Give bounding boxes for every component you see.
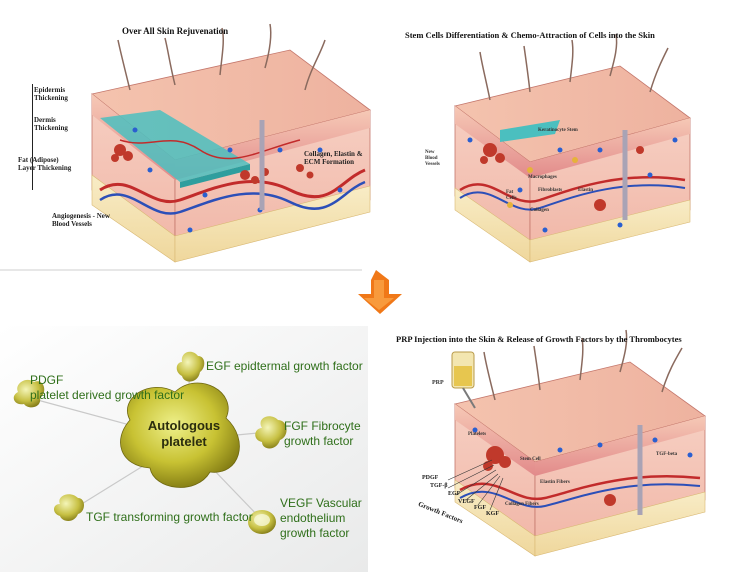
- label-fgf: FGF: [474, 505, 486, 511]
- label-vegf: VEGF: [458, 499, 475, 505]
- panel2-title: Stem Cells Differentiation & Chemo-Attra…: [405, 30, 655, 40]
- panel1-left-bracket: [32, 84, 39, 190]
- factor-fgf: FGF Fibrocyte growth factor: [284, 419, 361, 448]
- label-macrophages: Macrophages: [528, 175, 557, 180]
- label-tgf: TGF-β: [430, 483, 448, 489]
- factor-pdgf: PDGF platelet derived growth factor: [30, 373, 185, 402]
- label-platelets: Platelets: [468, 432, 487, 437]
- label-tgf-beta-right: TGF-beta: [656, 452, 678, 457]
- label-prp: PRP: [432, 380, 444, 386]
- skin-block-stem-cells: [454, 33, 691, 263]
- label-egf: EGF: [448, 491, 461, 497]
- fgf-platelet: [255, 416, 287, 449]
- label-keratinocyte: Keratinocyte Stem: [538, 128, 578, 133]
- label-collagen-fibers: Collagen Fibers: [505, 502, 539, 507]
- factor-vegf: VEGF Vascular endothelium growth factor: [280, 496, 362, 540]
- panel3-title: PRP Injection into the Skin & Release of…: [396, 334, 682, 344]
- label-pdgf: PDGF: [422, 475, 439, 481]
- skin-block-rejuvenation: [91, 23, 371, 263]
- autologous-platelet-label: Autologous platelet: [147, 418, 221, 449]
- prp-syringe-icon: [451, 351, 476, 409]
- label-collagen-formation: Collagen, Elastin &ECM Formation: [304, 150, 363, 166]
- label-stem-cell: Stem Cell: [520, 457, 541, 462]
- growth-factors-panel: [0, 326, 368, 572]
- label-elastin: Elastin: [578, 188, 594, 193]
- pdgf-platelet: [13, 379, 45, 408]
- label-fibroblasts: Fibroblasts: [538, 188, 563, 193]
- factor-egf: EGF epidtermal growth factor: [206, 359, 363, 373]
- label-elastin-fibers: Elastin Fibers: [540, 480, 570, 485]
- tgf-platelet: [54, 494, 84, 521]
- egf-platelet: [176, 351, 205, 382]
- label-fat-thickening: Fat (Adipose)Layer Thickening: [18, 156, 72, 172]
- factor-tgf: TGF transforming growth factor: [86, 510, 253, 524]
- down-arrow-icon: [358, 270, 402, 314]
- skin-block-prp-injection: [447, 329, 706, 557]
- autologous-platelet-blob: [120, 382, 240, 488]
- label-collagen: Collagen: [530, 208, 549, 213]
- label-kgf: KGF: [486, 511, 499, 517]
- panel1-title: Over All Skin Rejuvenation: [122, 26, 229, 36]
